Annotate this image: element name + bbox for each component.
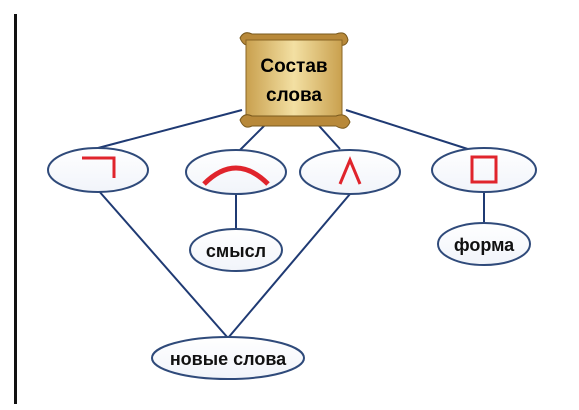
node-form: форма (437, 222, 531, 266)
suffix-ellipse (299, 149, 401, 195)
ending-icon (470, 155, 498, 184)
edge-prefix-newwords (97, 189, 229, 339)
node-suffix (299, 149, 401, 195)
node-meaning: смысл (189, 228, 283, 272)
prefix-ellipse (47, 147, 149, 193)
node-new-words: новые слова (151, 336, 305, 380)
meaning-ellipse (189, 228, 283, 272)
new-words-label: новые слова (170, 349, 287, 369)
scroll-body (245, 39, 343, 121)
form-ellipse (437, 222, 531, 266)
diagram-edges (97, 109, 485, 339)
new-words-ellipse (151, 336, 305, 380)
node-root (185, 149, 287, 195)
prefix-icon (82, 156, 116, 178)
edge-title-ending (345, 109, 475, 152)
edge-suffix-newwords (227, 193, 351, 339)
form-label: форма (454, 235, 515, 255)
suffix-icon (338, 156, 362, 185)
ending-ellipse (431, 147, 537, 193)
meaning-label: смысл (206, 241, 266, 261)
root-ellipse (185, 149, 287, 195)
root-icon (202, 165, 270, 186)
scroll-bottom-roll (239, 114, 351, 129)
title-scroll: Состав слова (239, 32, 351, 129)
left-margin-rule (14, 14, 17, 404)
node-prefix (47, 147, 149, 193)
title-line-2: слова (266, 85, 322, 106)
edge-title-prefix (97, 109, 243, 149)
title-line-1: Состав (260, 56, 327, 77)
node-ending (431, 147, 537, 193)
